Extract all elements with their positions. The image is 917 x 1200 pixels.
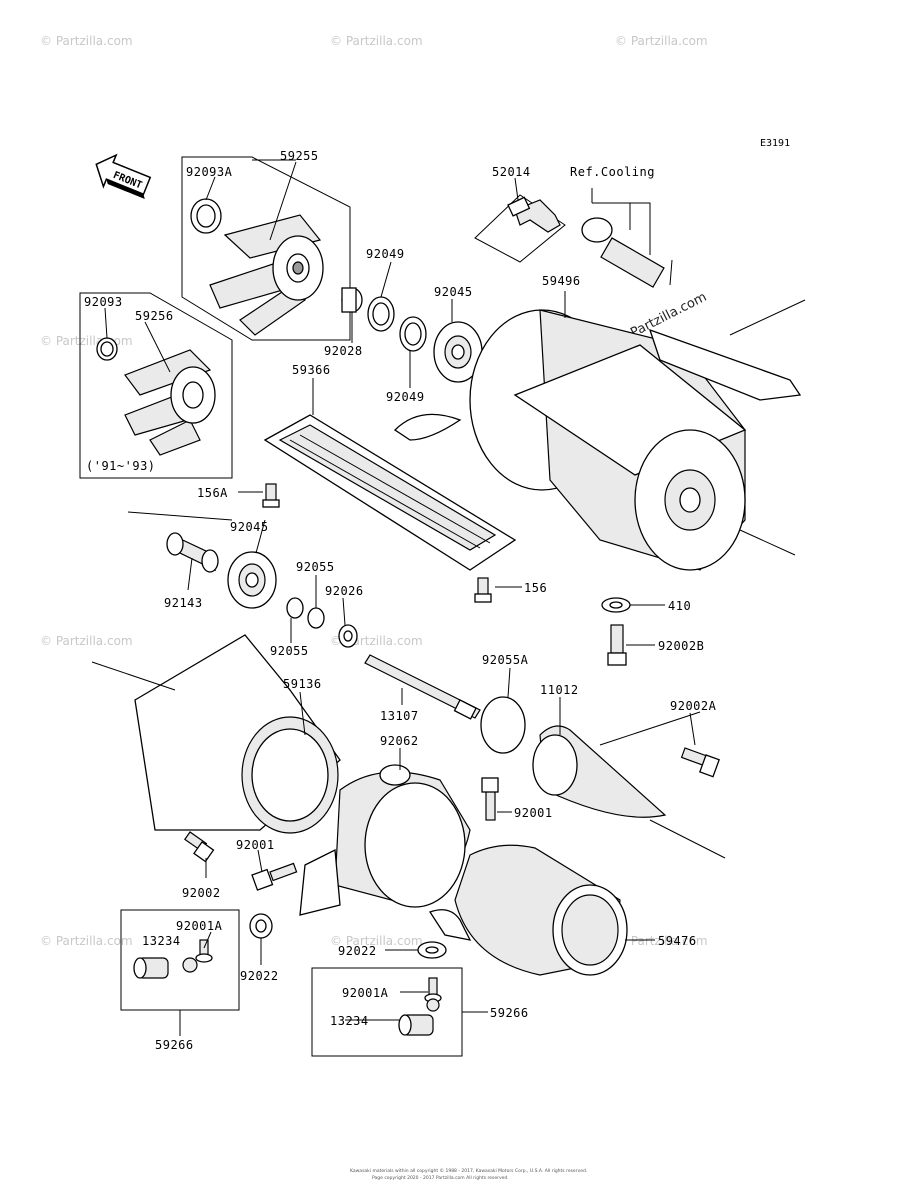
diagram-code: E3191 (760, 138, 790, 149)
label-59496: 59496 (542, 274, 581, 288)
label-92001A: 92001A (176, 919, 223, 933)
leader-lines (104, 161, 696, 1036)
watermark: © Partzilla.com (40, 334, 133, 348)
o-ring-92055 (286, 597, 304, 619)
watermark: © Partzilla.com (40, 34, 133, 48)
label-92002: 92002 (182, 886, 221, 900)
label-156A: 156A (197, 486, 228, 500)
bolt-92002 (184, 831, 215, 863)
label-92062: 92062 (380, 734, 419, 748)
cooling-hose (600, 237, 665, 288)
label-92001-b: 92001 (236, 838, 275, 852)
pump-tab (393, 413, 462, 441)
label-59266-2: 59266 (155, 1038, 194, 1052)
label-59256: 59256 (135, 309, 174, 323)
pump-bracket (648, 328, 802, 401)
impeller-59255-group (181, 156, 351, 341)
label-156: 156 (524, 581, 547, 595)
label-13234: 13234 (142, 934, 181, 948)
bolt-92001-a (481, 777, 499, 821)
label-92022: 92022 (240, 969, 279, 983)
label-13234-2: 13234 (330, 1014, 369, 1028)
label-92143: 92143 (164, 596, 203, 610)
label-92055A: 92055A (482, 653, 529, 667)
bolt-156A (262, 483, 280, 508)
nozzle-ring (364, 782, 466, 908)
bolt-92001-b (251, 862, 298, 891)
watermark: © Partzilla.com (615, 34, 708, 48)
hose-clamp-icon (581, 217, 613, 243)
watermark: © Partzilla.com (615, 934, 708, 948)
label-59366: 59366 (292, 363, 331, 377)
part-labels: 59255 92093A 92093 59256 92049 92045 920… (84, 149, 717, 1052)
label-92045-b: 92045 (230, 520, 269, 534)
o-ring-92055-2 (307, 607, 325, 629)
label-11012: 11012 (540, 683, 579, 697)
watermark: © Partzilla.com (330, 934, 423, 948)
label-92002A: 92002A (670, 699, 717, 713)
bolt-92002A (680, 747, 720, 778)
kit-59266-left (120, 909, 240, 1011)
label-92055-2: 92055 (270, 644, 309, 658)
label-92002B: 92002B (658, 639, 704, 653)
nozzle-92062 (299, 764, 471, 916)
label-years: ('91~'93) (86, 459, 156, 473)
watermark: © Partzilla.com (330, 34, 423, 48)
label-92026: 92026 (325, 584, 364, 598)
impeller-59256-box (79, 292, 233, 479)
kit-59266-right (311, 967, 463, 1057)
shaft-13107 (364, 654, 481, 720)
label-59255: 59255 (280, 149, 319, 163)
bolt-92002B (607, 624, 627, 666)
label-92055: 92055 (296, 560, 335, 574)
watermark: © Partzilla.com (40, 934, 133, 948)
label-59266: 59266 (490, 1006, 529, 1020)
bearings-top (341, 287, 483, 383)
plate-59366 (263, 414, 517, 571)
sleeve-92143 (127, 511, 233, 573)
bearing-92045-b (227, 551, 277, 609)
label-92028: 92028 (324, 344, 363, 358)
label-ref-cooling: Ref.Cooling (570, 165, 655, 179)
copyright-line-2: Page copyright 2020 - 2017 Partzilla.com… (372, 1175, 509, 1181)
kit-59266-box (311, 967, 463, 1057)
cone-11012 (532, 711, 726, 859)
front-arrow-icon: FRONT (95, 153, 152, 199)
label-13107: 13107 (380, 709, 419, 723)
label-92001A-2: 92001A (342, 986, 389, 1000)
label-92001: 92001 (514, 806, 553, 820)
housing-59136 (91, 634, 341, 834)
o-ring-92055A (480, 696, 526, 754)
copyright-line-1: Kawasaki materials within all copyright … (350, 1167, 587, 1174)
label-92093: 92093 (84, 295, 123, 309)
impeller-box (181, 156, 351, 341)
label-410: 410 (668, 599, 691, 613)
label-92093A: 92093A (186, 165, 233, 179)
pump-case-59496 (393, 299, 806, 571)
label-92022-2: 92022 (338, 944, 377, 958)
cooling-group (581, 188, 673, 288)
outlet-59476 (429, 844, 628, 976)
label-92049: 92049 (366, 247, 405, 261)
impeller-blade (223, 214, 322, 259)
label-92049-2: 92049 (386, 390, 425, 404)
watermark: © Partzilla.com (40, 634, 133, 648)
label-59136: 59136 (283, 677, 322, 691)
bolt-156 (474, 577, 492, 603)
label-59476: 59476 (658, 934, 697, 948)
impeller-59256-group (79, 292, 233, 479)
label-52014: 52014 (492, 165, 531, 179)
label-92045: 92045 (434, 285, 473, 299)
fitting-52014 (474, 194, 566, 263)
